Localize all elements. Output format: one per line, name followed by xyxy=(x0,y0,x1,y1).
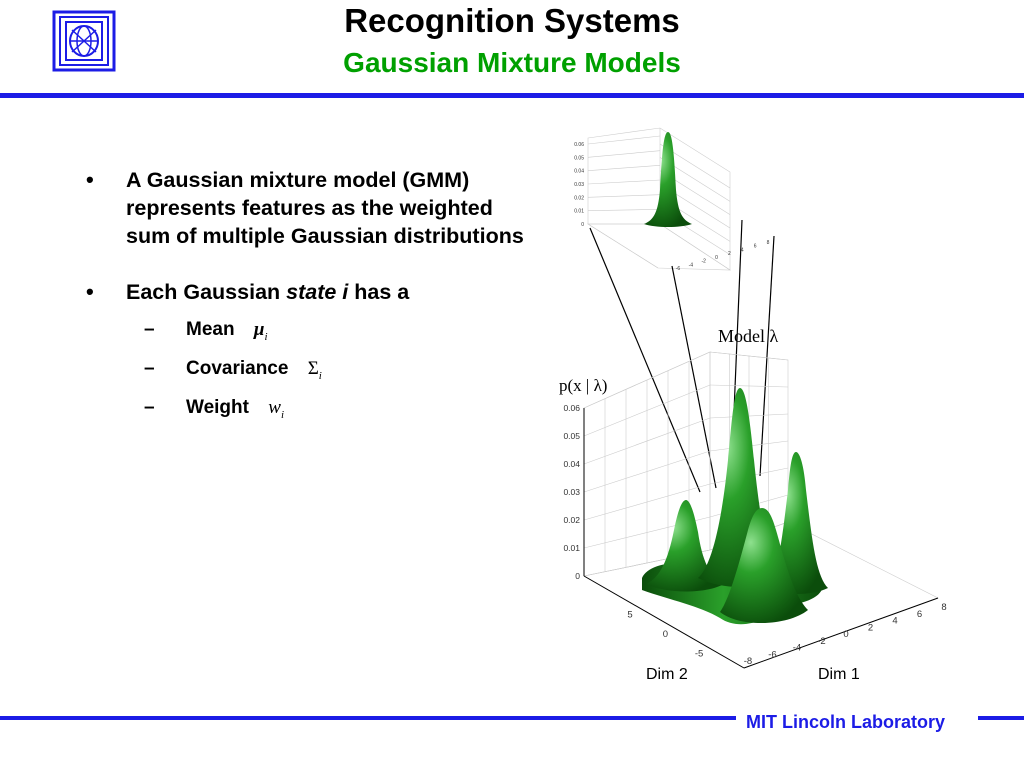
grid-line xyxy=(587,179,661,185)
footer-rule-right xyxy=(978,716,1024,720)
sub-item-covariance: – Covariance Σi xyxy=(144,353,526,392)
dim2-tick-label: -5 xyxy=(695,648,703,659)
z-tick-label: 0.02 xyxy=(563,515,580,525)
sub-item-weight: – Weight wi xyxy=(144,392,526,431)
dim1-axis-label: Dim 1 xyxy=(818,666,860,683)
sub-item-label: Mean xyxy=(186,319,235,340)
small-z-tick-label: 0.06 xyxy=(574,142,584,148)
small-axis-tick-label: 2 xyxy=(728,251,731,257)
dim2-axis-label: Dim 2 xyxy=(646,666,688,683)
bullet-suffix: has a xyxy=(348,280,410,304)
dim1-tick-label: -8 xyxy=(744,656,752,667)
mit-ll-logo-icon xyxy=(52,10,116,72)
small-axis-tick-labels: 8 6 4 2 0 -2 -4 -6 xyxy=(676,240,770,272)
small-z-tick-label: 0 xyxy=(581,222,584,228)
gmm-figure-svg: 0.06 0.05 0.04 0.03 0.02 0.01 0 8 6 4 2 0 -2 -4 -6 0.… xyxy=(563,127,947,669)
bullet-prefix: Each Gaussian xyxy=(126,280,287,304)
small-axis-tick-label: 6 xyxy=(754,244,757,250)
grid-line xyxy=(587,209,661,211)
gmm-figure: 0.06 0.05 0.04 0.03 0.02 0.01 0 8 6 4 2 0 -2 -4 -6 0.… xyxy=(530,120,970,700)
bullet-icon: • xyxy=(86,279,94,304)
z-tick-label: 0.03 xyxy=(563,487,580,497)
dash-icon: – xyxy=(144,357,155,379)
dash-icon: – xyxy=(144,396,155,418)
dim1-tick-label: 4 xyxy=(892,616,897,627)
header-rule xyxy=(0,93,1024,98)
z-tick-labels: 0.06 0.05 0.04 0.03 0.02 0.01 0 xyxy=(563,403,580,581)
z-tick-label: 0.04 xyxy=(563,459,580,469)
mean-symbol: μi xyxy=(253,319,268,343)
dim1-tick-label: 0 xyxy=(843,629,848,640)
bullet-text: A Gaussian mixture model (GMM) represent… xyxy=(126,168,524,248)
z-tick-label: 0.05 xyxy=(563,431,580,441)
dim1-tick-label: 2 xyxy=(868,622,873,633)
gaussian-peak-1 xyxy=(646,500,724,592)
small-axis-tick-label: 0 xyxy=(715,255,718,261)
small-z-tick-label: 0.04 xyxy=(574,169,584,175)
small-z-tick-labels: 0.06 0.05 0.04 0.03 0.02 0.01 0 xyxy=(574,142,584,228)
weight-symbol: wi xyxy=(268,396,285,421)
dim1-tick-labels: 8 6 4 2 0 -2 -4 -6 -8 xyxy=(744,602,947,667)
dim1-tick-label: -6 xyxy=(768,649,776,660)
dim2-tick-label: 0 xyxy=(663,629,668,640)
sub-item-label: Weight xyxy=(186,396,249,418)
dim1-tick-label: 6 xyxy=(917,609,922,620)
small-axis-tick-label: -6 xyxy=(676,266,681,272)
z-tick-label: 0.01 xyxy=(563,543,580,553)
small-z-tick-label: 0.01 xyxy=(574,209,584,215)
footer-lab-name: MIT Lincoln Laboratory xyxy=(746,712,946,732)
model-label: Model λ xyxy=(718,326,779,346)
small-axis-tick-label: -2 xyxy=(701,259,706,265)
z-tick-label: 0.06 xyxy=(563,403,580,413)
small-axis-tick-label: 8 xyxy=(767,240,770,246)
sub-item-mean: – Mean μi xyxy=(144,314,526,353)
dim1-tick-label: 8 xyxy=(941,602,946,613)
z-tick-label: 0 xyxy=(575,571,580,581)
bullet-gaussian-state: • Each Gaussian state i has a – Mean μi … xyxy=(86,278,526,430)
gaussian-peak-3 xyxy=(720,508,808,624)
bullet-emphasis: state i xyxy=(286,280,349,304)
grid-line xyxy=(587,150,661,158)
covariance-symbol: Σi xyxy=(307,357,322,382)
mixture-axes xyxy=(583,408,939,669)
dash-icon: – xyxy=(144,319,155,340)
sub-item-label: Covariance xyxy=(186,357,289,379)
bullet-list: • A Gaussian mixture model (GMM) represe… xyxy=(86,166,526,430)
page-subtitle: Gaussian Mixture Models xyxy=(343,47,681,78)
grid-line xyxy=(587,194,661,198)
grid-line xyxy=(587,135,661,145)
footer-rule-left xyxy=(0,716,736,720)
grid-line xyxy=(587,165,661,171)
bullet-gmm-definition: • A Gaussian mixture model (GMM) represe… xyxy=(86,166,526,250)
small-z-tick-label: 0.05 xyxy=(574,155,584,161)
dim2-tick-labels: 5 0 -5 xyxy=(627,610,703,660)
sub-list: – Mean μi – Covariance Σi – Weight wi xyxy=(126,314,526,430)
dim1-tick-label: -2 xyxy=(817,636,825,647)
page-title: Recognition Systems xyxy=(344,2,680,39)
dim1-tick-label: -4 xyxy=(793,643,801,654)
small-axis-tick-label: 4 xyxy=(741,247,744,253)
bullet-icon: • xyxy=(86,167,94,192)
small-z-tick-label: 0.03 xyxy=(574,182,584,188)
density-label: p(x | λ) xyxy=(559,376,608,395)
single-gaussian-surface xyxy=(644,132,692,227)
dim2-tick-label: 5 xyxy=(627,610,632,621)
small-z-tick-label: 0.02 xyxy=(574,195,584,201)
connector-lines xyxy=(589,219,775,509)
small-axis-tick-label: -4 xyxy=(689,262,694,268)
